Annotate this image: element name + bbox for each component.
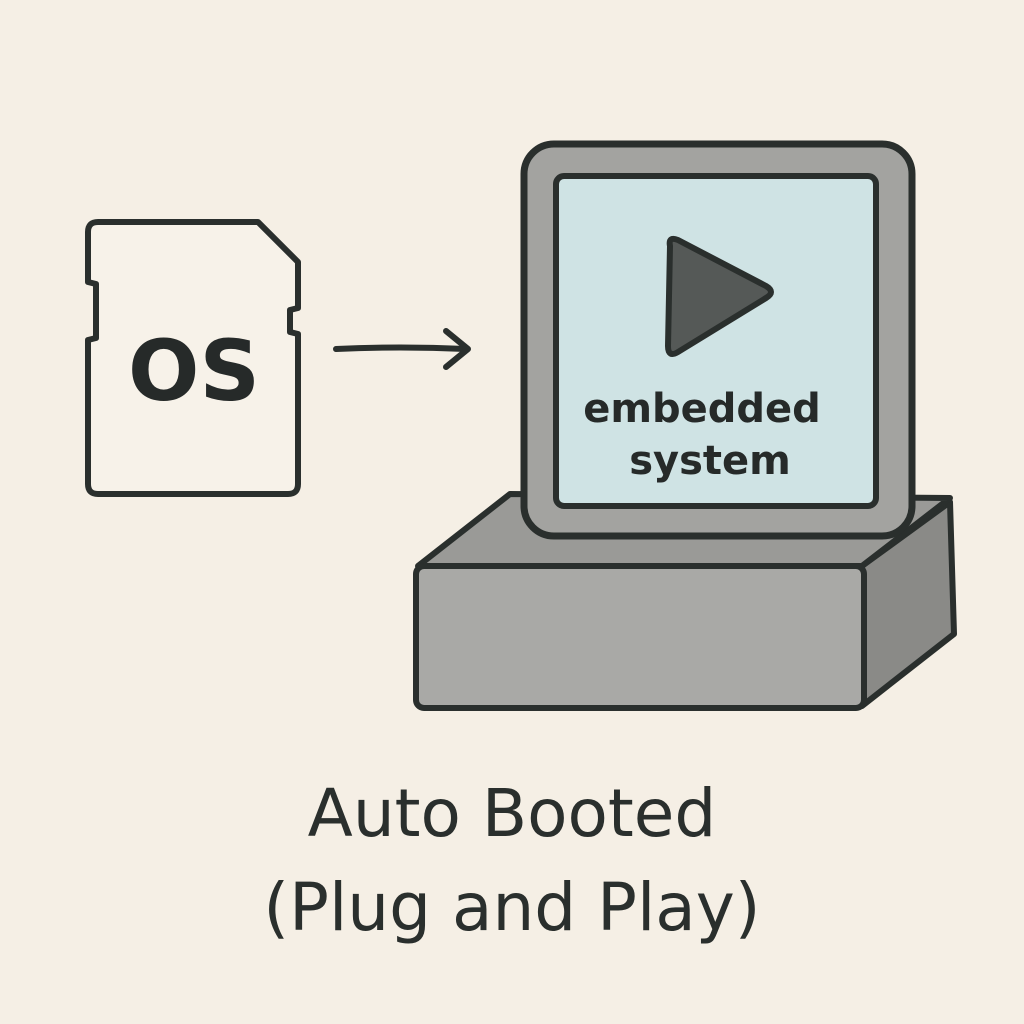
screen-label-line2: system	[629, 438, 791, 484]
caption-subtitle: (Plug and Play)	[263, 869, 761, 946]
device-screen	[553, 173, 879, 509]
caption-title: Auto Booted	[307, 775, 717, 852]
screen-label-line1: embedded	[583, 386, 821, 432]
arrow-right-icon	[333, 328, 471, 370]
sd-card-icon: OS	[85, 219, 301, 497]
sd-card-label: OS	[128, 322, 260, 420]
play-icon	[665, 235, 774, 357]
embedded-device: embedded system	[520, 140, 916, 540]
